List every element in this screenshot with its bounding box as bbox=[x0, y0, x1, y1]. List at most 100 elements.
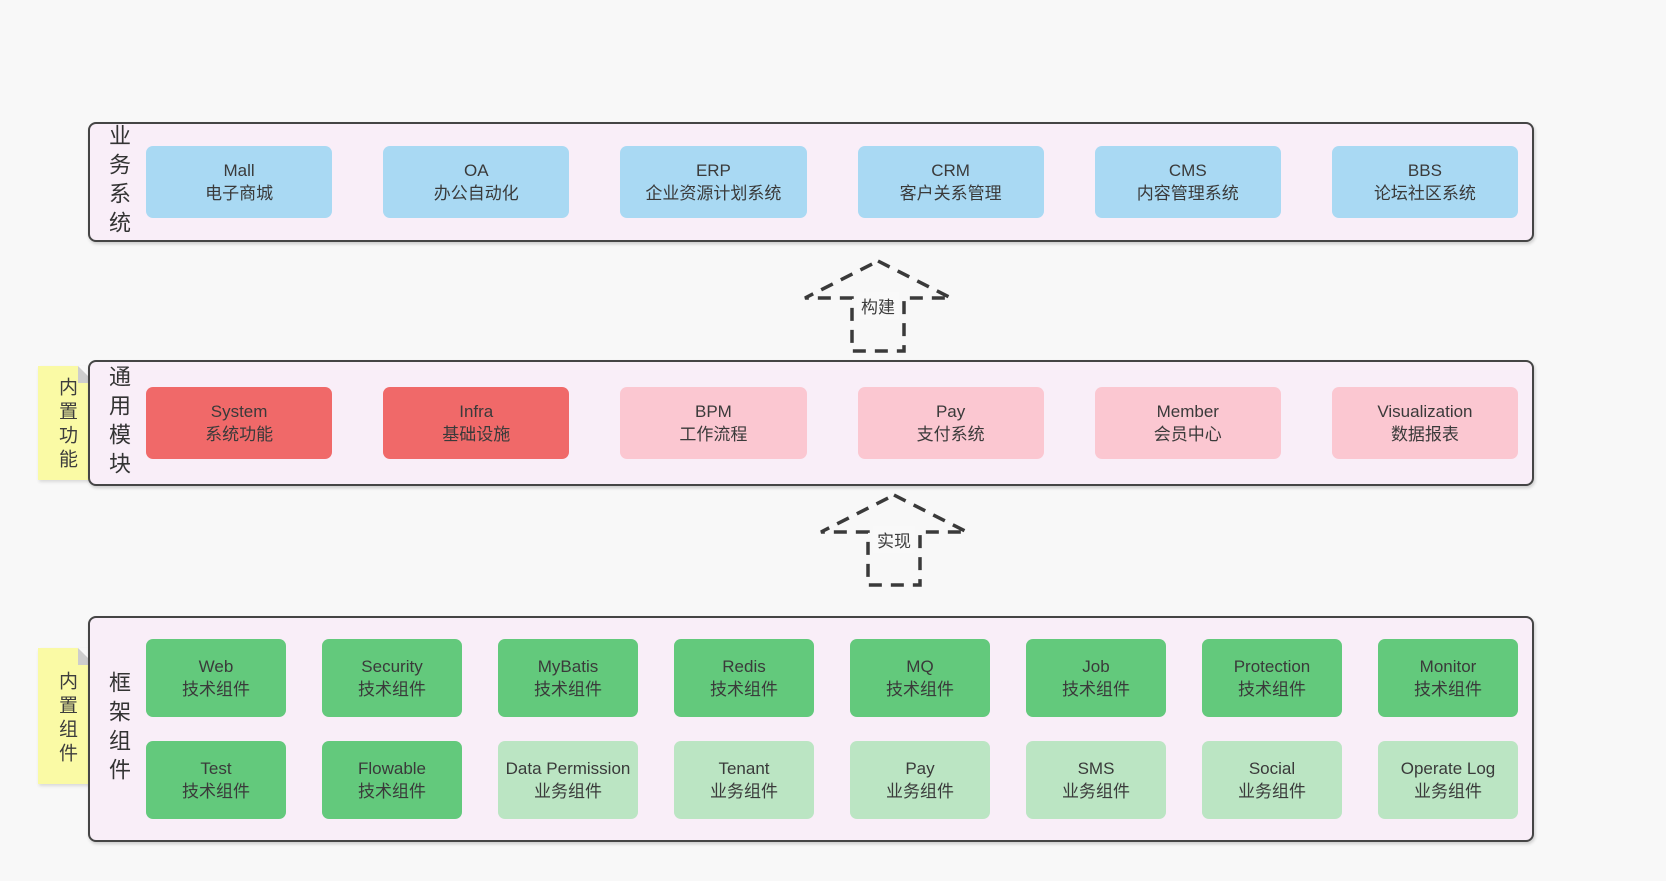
up-arrow-icon bbox=[804, 259, 952, 353]
box-member: Member 会员中心 bbox=[1094, 387, 1281, 459]
dashed-up-arrow-build: 构建 bbox=[800, 258, 956, 356]
box-subtitle: 技术组件 bbox=[710, 680, 778, 699]
layer-vertical-label: 业务系统 bbox=[90, 124, 146, 240]
box-subtitle: 论坛社区系统 bbox=[1373, 184, 1476, 203]
box-subtitle: 业务组件 bbox=[1414, 782, 1482, 801]
box-subtitle: 技术组件 bbox=[886, 680, 954, 699]
box-subtitle: 会员中心 bbox=[1153, 425, 1222, 444]
box-title: ERP bbox=[695, 161, 731, 180]
box-subtitle: 业务组件 bbox=[886, 782, 954, 801]
box-system: System 系统功能 bbox=[146, 387, 333, 459]
box-title: Data Permission bbox=[505, 759, 631, 778]
box-subtitle: 业务组件 bbox=[710, 782, 778, 801]
box-monitor: Monitor 技术组件 bbox=[1378, 639, 1518, 717]
layer-vertical-label: 框架组件 bbox=[90, 618, 146, 840]
box-subtitle: 办公自动化 bbox=[433, 184, 519, 203]
box-flowable: Flowable 技术组件 bbox=[322, 741, 462, 819]
box-crm: CRM 客户关系管理 bbox=[857, 146, 1044, 218]
layer-vertical-label-text: 通用模块 bbox=[106, 365, 131, 481]
box-title: CRM bbox=[931, 161, 970, 180]
dashed-up-arrow-implement: 实现 bbox=[816, 492, 972, 590]
box-title: Pay bbox=[935, 402, 966, 421]
box-title: Mall bbox=[223, 161, 255, 180]
sticky-note-built-in-components: 内置组件 bbox=[38, 648, 95, 784]
box-title: BBS bbox=[1407, 161, 1442, 180]
box-security: Security 技术组件 bbox=[322, 639, 462, 717]
box-title: Job bbox=[1082, 657, 1110, 676]
box-title: OA bbox=[463, 161, 489, 180]
box-redis: Redis 技术组件 bbox=[674, 639, 814, 717]
box-title: Tenant bbox=[718, 759, 770, 778]
box-row: Mall 电子商城 OA 办公自动化 ERP 企业资源计划系统 CRM 客户关系管理 CMS 内容… bbox=[146, 146, 1519, 218]
box-title: Test bbox=[200, 759, 232, 778]
box-infra: Infra 基础设施 bbox=[383, 387, 570, 459]
box-job: Job 技术组件 bbox=[1026, 639, 1166, 717]
box-operate-log: Operate Log 业务组件 bbox=[1378, 741, 1518, 819]
box-title: Pay bbox=[905, 759, 935, 778]
layer-common-modules: 通用模块 System 系统功能 Infra 基础设施 BPM 工作流程 Pay 支付系统 Me… bbox=[88, 360, 1534, 486]
box-oa: OA 办公自动化 bbox=[383, 146, 570, 218]
layer-box-rows: System 系统功能 Infra 基础设施 BPM 工作流程 Pay 支付系统 Member 会… bbox=[146, 362, 1532, 484]
box-subtitle: 基础设施 bbox=[442, 425, 511, 444]
box-title: MQ bbox=[906, 657, 934, 676]
box-title: MyBatis bbox=[537, 657, 599, 676]
arrow-label: 实现 bbox=[873, 526, 915, 553]
box-subtitle: 支付系统 bbox=[916, 425, 985, 444]
box-subtitle: 客户关系管理 bbox=[899, 184, 1002, 203]
layer-business-systems: 业务系统 Mall 电子商城 OA 办公自动化 ERP 企业资源计划系统 CRM 客户关系管理… bbox=[88, 122, 1534, 242]
box-subtitle: 电子商城 bbox=[205, 184, 274, 203]
sticky-note-built-in-features: 内置功能 bbox=[38, 366, 95, 480]
box-title: Flowable bbox=[357, 759, 427, 778]
layer-vertical-label-text: 业务系统 bbox=[106, 124, 131, 240]
box-pay: Pay 支付系统 bbox=[857, 387, 1044, 459]
box-pay: Pay 业务组件 bbox=[850, 741, 990, 819]
box-subtitle: 技术组件 bbox=[1414, 680, 1482, 699]
box-title: Redis bbox=[722, 657, 766, 676]
layer-box-rows: Mall 电子商城 OA 办公自动化 ERP 企业资源计划系统 CRM 客户关系管理 CMS 内容… bbox=[146, 124, 1532, 240]
box-row: System 系统功能 Infra 基础设施 BPM 工作流程 Pay 支付系统 Member 会… bbox=[146, 387, 1519, 459]
box-bbs: BBS 论坛社区系统 bbox=[1331, 146, 1519, 218]
layer-vertical-label-text: 框架组件 bbox=[106, 671, 131, 787]
box-title: Visualization bbox=[1377, 402, 1473, 421]
box-title: Social bbox=[1248, 759, 1296, 778]
box-subtitle: 工作流程 bbox=[679, 425, 748, 444]
box-bpm: BPM 工作流程 bbox=[620, 387, 807, 459]
box-subtitle: 技术组件 bbox=[358, 680, 426, 699]
box-erp: ERP 企业资源计划系统 bbox=[620, 146, 807, 218]
box-title: Monitor bbox=[1419, 657, 1477, 676]
box-subtitle: 技术组件 bbox=[534, 680, 602, 699]
box-subtitle: 系统功能 bbox=[205, 425, 274, 444]
box-tenant: Tenant 业务组件 bbox=[674, 741, 814, 819]
box-subtitle: 技术组件 bbox=[182, 782, 250, 801]
box-title: Operate Log bbox=[1400, 759, 1496, 778]
box-title: Security bbox=[361, 657, 423, 676]
box-title: System bbox=[210, 402, 268, 421]
box-subtitle: 技术组件 bbox=[1062, 680, 1130, 699]
up-arrow-icon bbox=[820, 493, 968, 587]
box-subtitle: 企业资源计划系统 bbox=[645, 184, 782, 203]
box-title: CMS bbox=[1168, 161, 1207, 180]
box-title: Member bbox=[1156, 402, 1219, 421]
box-test: Test 技术组件 bbox=[146, 741, 286, 819]
box-mq: MQ 技术组件 bbox=[850, 639, 990, 717]
sticky-note-label: 内置组件 bbox=[56, 670, 77, 767]
box-title: Infra bbox=[459, 402, 494, 421]
box-subtitle: 内容管理系统 bbox=[1136, 184, 1239, 203]
box-title: BPM bbox=[695, 402, 732, 421]
box-mybatis: MyBatis 技术组件 bbox=[498, 639, 638, 717]
sticky-note-label: 内置功能 bbox=[56, 377, 77, 474]
box-mall: Mall 电子商城 bbox=[146, 146, 333, 218]
arrow-label: 构建 bbox=[857, 292, 899, 319]
box-subtitle: 技术组件 bbox=[1238, 680, 1306, 699]
box-subtitle: 技术组件 bbox=[358, 782, 426, 801]
box-title: SMS bbox=[1077, 759, 1115, 778]
